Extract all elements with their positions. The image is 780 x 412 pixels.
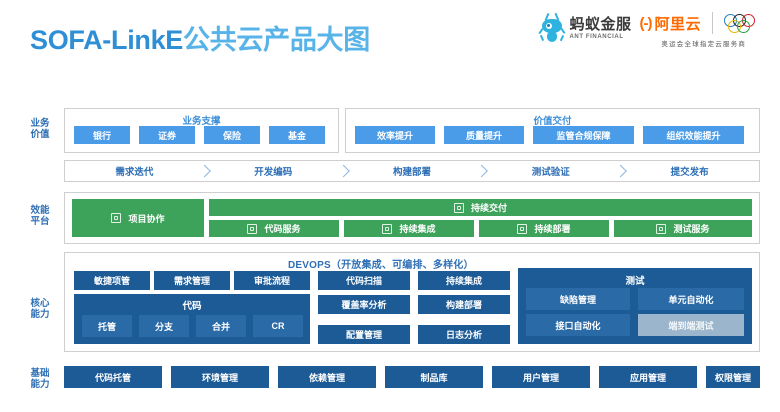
chip-regulatory-compliance[interactable]: 监管合规保障 [533, 126, 634, 144]
card-test-service[interactable]: 测试服务 [614, 220, 752, 237]
olympic-rings-icon [724, 13, 768, 33]
card-project-collaboration-label: 项目协作 [128, 213, 165, 224]
integration-icon [382, 223, 393, 234]
page-title: SOFA-LinkE公共云产品大图 [30, 18, 370, 57]
chip-log-analysis[interactable]: 日志分析 [418, 325, 510, 344]
row-label-foundation: 基础 能力 [30, 368, 50, 390]
card-continuous-delivery-title[interactable]: 持续交付 [209, 199, 752, 216]
chip-foundation-permission-mgmt[interactable]: 权限管理 [706, 366, 760, 388]
chip-defect-mgmt[interactable]: 缺陷管理 [526, 288, 630, 310]
page-title-en: SOFA-LinkE [30, 25, 184, 55]
group-title-value-delivery: 价值交付 [533, 116, 572, 127]
deploy-icon [517, 223, 528, 234]
slide-header: SOFA-LinkE公共云产品大图 蚂蚁金服 ANT FINANCIAL (-) [0, 0, 780, 74]
chip-quality-improvement[interactable]: 质量提升 [444, 126, 524, 144]
clock-icon [656, 223, 667, 234]
chip-api-automation[interactable]: 接口自动化 [526, 314, 630, 336]
delivery-icon [453, 202, 464, 213]
card-continuous-deployment[interactable]: 持续部署 [479, 220, 609, 237]
ant-logo-en: ANT FINANCIAL [569, 33, 624, 40]
card-continuous-deployment-label: 持续部署 [534, 224, 571, 234]
chip-config-mgmt[interactable]: 配置管理 [318, 325, 410, 344]
chip-code-scan[interactable]: 代码扫描 [318, 271, 410, 290]
chip-org-effectiveness[interactable]: 组织效能提升 [643, 126, 744, 144]
chip-foundation-app-mgmt[interactable]: 应用管理 [599, 366, 697, 388]
row-label-core-capability: 核心 能力 [30, 298, 50, 320]
process-stage-build-deploy[interactable]: 构建部署 [343, 161, 482, 181]
chip-code-branch[interactable]: 分支 [139, 315, 189, 337]
chip-continuous-integration[interactable]: 持续集成 [418, 271, 510, 290]
aliyun-logo: (-) 阿里云 奥运会全球指定云服务商 [639, 12, 768, 48]
aliyun-tagline: 奥运会全球指定云服务商 [661, 41, 747, 48]
chip-coverage-analysis[interactable]: 覆盖率分析 [318, 295, 410, 314]
process-stage-test-verify[interactable]: 测试验证 [481, 161, 620, 181]
group-title-test: 测试 [625, 276, 645, 287]
chip-efficiency-improvement[interactable]: 效率提升 [355, 126, 435, 144]
devops-label: DEVOPS（开放集成、可编排、多样化） [288, 260, 474, 271]
card-code-service[interactable]: 代码服务 [209, 220, 339, 237]
chip-bank[interactable]: 银行 [74, 126, 130, 144]
page-title-cn: 公共云产品大图 [183, 25, 370, 55]
chip-code-merge[interactable]: 合并 [196, 315, 246, 337]
ant-logo-cn: 蚂蚁金服 [569, 15, 632, 33]
card-test-service-label: 测试服务 [673, 224, 710, 234]
aliyun-logo-cn: 阿里云 [654, 15, 701, 33]
chip-foundation-dependency-mgmt[interactable]: 依赖管理 [278, 366, 376, 388]
chip-code-hosting[interactable]: 托管 [82, 315, 132, 337]
row-label-business-value: 业务 价值 [30, 118, 50, 140]
chip-end-to-end-test[interactable]: 端到端测试 [638, 314, 744, 336]
card-continuous-integration[interactable]: 持续集成 [344, 220, 474, 237]
process-stage-release[interactable]: 提交发布 [670, 167, 709, 178]
card-continuous-delivery-label: 持续交付 [470, 203, 507, 213]
logo-divider [712, 12, 713, 34]
card-continuous-integration-label: 持续集成 [399, 224, 436, 234]
logo-bar: 蚂蚁金服 ANT FINANCIAL (-) 阿里云 奥运会全球指定云服务商 [538, 12, 768, 64]
chip-foundation-env-mgmt[interactable]: 环境管理 [171, 366, 269, 388]
row-label-platform: 效能 平台 [30, 205, 50, 227]
chip-foundation-artifact-repo[interactable]: 制品库 [385, 366, 483, 388]
chip-agile-project-mgmt[interactable]: 敏捷项管 [74, 271, 150, 290]
aliyun-mark-icon: (-) [639, 14, 652, 32]
process-stage-coding[interactable]: 开发编码 [204, 161, 343, 181]
ant-financial-logo: 蚂蚁金服 ANT FINANCIAL [538, 12, 632, 44]
chip-securities[interactable]: 证券 [139, 126, 195, 144]
chip-code-review[interactable]: CR [253, 315, 303, 337]
chip-insurance[interactable]: 保险 [204, 126, 260, 144]
chip-unit-automation[interactable]: 单元自动化 [638, 288, 744, 310]
chip-foundation-user-mgmt[interactable]: 用户管理 [492, 366, 590, 388]
card-code-service-label: 代码服务 [264, 224, 301, 234]
chip-build-deploy[interactable]: 构建部署 [418, 295, 510, 314]
group-title-code: 代码 [182, 301, 202, 312]
card-project-collaboration[interactable]: 项目协作 [72, 199, 204, 237]
board-icon [111, 213, 122, 223]
process-stage-requirement[interactable]: 需求迭代 [65, 161, 204, 181]
chip-foundation-code-hosting[interactable]: 代码托管 [64, 366, 162, 388]
chip-approval-flow[interactable]: 审批流程 [234, 271, 310, 290]
process-flow-bar: 需求迭代 开发编码 构建部署 测试验证 提交发布 [64, 160, 760, 182]
chip-fund[interactable]: 基金 [269, 126, 325, 144]
chip-requirement-mgmt[interactable]: 需求管理 [154, 271, 230, 290]
group-title-business-support: 业务支撑 [182, 116, 221, 127]
ant-mascot-icon [538, 12, 566, 44]
terminal-icon [247, 223, 258, 234]
